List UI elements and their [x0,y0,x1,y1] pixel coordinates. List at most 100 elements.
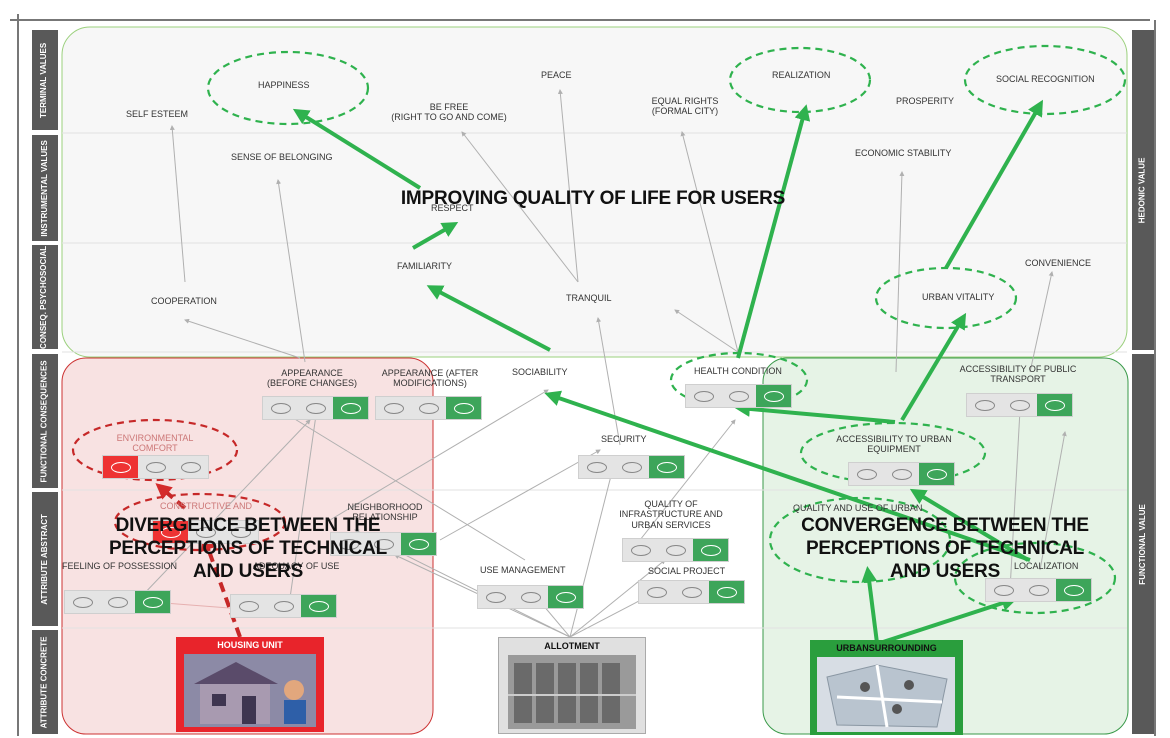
rating-dot [223,521,258,543]
rating-dot [919,463,954,485]
node-be-free: BE FREE (RIGHT TO GO AND COME) [386,102,512,123]
rating-tile [262,396,369,420]
rating-tile [152,520,259,544]
rating-tile [330,532,437,556]
node-sense-of-belonging: SENSE OF BELONGING [231,152,333,162]
rating-dot [658,539,693,561]
node-be-free-sub: (RIGHT TO GO AND COME) [391,112,507,123]
rating-dot [301,595,336,617]
sidebar-label: CONSEQ. PSYCHOSOCIAL [39,245,49,349]
headline-divergence: DIVERGENCE BETWEEN THE PERCEPTIONS OF TE… [108,515,388,583]
rating-dot [986,579,1021,601]
node-respect: RESPECT [431,203,474,213]
node-tranquil: TRANQUIL [566,293,612,303]
sidebar-label: FUNCTIONAL VALUE [1137,503,1147,585]
rating-dot [674,581,709,603]
rating-dot [649,456,684,478]
node-appearance-after-label: APPEARANCE (AFTER [381,368,479,378]
rating-dot [298,397,333,419]
rating-dot [884,463,919,485]
rating-tile [638,580,745,604]
red-arrows [155,483,242,638]
rating-tile [102,455,209,479]
base-urban-surrounding-label: URBANSURROUNDING [836,643,937,653]
node-security: SECURITY [601,434,647,444]
sidebar-label: INSTRUMENTAL VALUES [39,139,49,237]
node-health-condition: HEALTH CONDITION [694,366,782,376]
base-allotment-label: ALLOTMENT [544,641,600,651]
red-highlight-ellipses [71,418,287,552]
sidebar-functional-value: FUNCTIONAL VALUE [1132,354,1154,734]
rating-dot [446,397,481,419]
rating-dot [513,586,548,608]
rating-dot [614,456,649,478]
sidebar-hedonic-value: HEDONIC VALUE [1132,30,1154,350]
rating-dot [153,521,188,543]
node-quality-infra-label: QUALITY OF [644,499,698,509]
base-urban-surrounding: URBANSURROUNDING [810,640,963,735]
node-quality-infrastructure: QUALITY OF INFRASTRUCTURE AND URBAN SERV… [618,499,724,530]
rating-dot [138,456,173,478]
sidebar-label: TERMINAL VALUES [39,42,49,118]
node-familiarity: FAMILIARITY [397,261,453,271]
headline-improving-quality: IMPROVING QUALITY OF LIFE FOR USERS [400,188,786,209]
sidebar-terminal-values: TERMINAL VALUES [32,30,58,130]
node-accessibility-transport: ACCESSIBILITY OF PUBLIC TRANSPORT [955,364,1081,385]
node-appearance-before: APPEARANCE (BEFORE CHANGES) [262,368,362,389]
rating-tile [477,585,584,609]
rating-tile [985,578,1092,602]
node-adequacy-use: ADEQUACY OF USE [253,561,340,571]
rating-tile [375,396,482,420]
rating-dot [1021,579,1056,601]
node-appearance-after-sub: MODIFICATIONS) [393,378,467,389]
sidebar-label: ATTRIBUTE ABSTRACT [39,513,49,605]
node-localization: LOCALIZATION [1014,561,1079,571]
rating-dot [709,581,744,603]
house-illustration [184,654,316,727]
rating-tile [966,393,1073,417]
node-quality-infra-sub: INFRASTRUCTURE AND [619,509,723,520]
rating-dot [263,397,298,419]
node-sociability: SOCIABILITY [512,367,568,377]
rating-dot [401,533,436,555]
rating-dot [1037,394,1072,416]
row-dividers [62,132,1127,629]
rating-tile [64,590,171,614]
node-appearance-before-sub: (BEFORE CHANGES) [266,378,357,389]
node-environmental-comfort-sub: COMFORT [132,443,178,454]
sidebar-instrumental-values: INSTRUMENTAL VALUES [32,135,58,241]
node-social-recognition: SOCIAL RECOGNITION [996,74,1095,84]
rating-dot [333,397,368,419]
headline-convergence: CONVERGENCE BETWEEN THE PERCEPTIONS OF T… [801,515,1089,583]
node-appearance-after: APPEARANCE (AFTER MODIFICATIONS) [375,368,485,389]
node-convenience: CONVENIENCE [1025,258,1092,268]
node-environmental-comfort-label: ENVIRONMENTAL [116,433,194,443]
node-constructive: CONSTRUCTIVE AND [160,501,253,511]
hedonic-region [61,26,1128,358]
rating-dot [100,591,135,613]
sidebar-label: ATTRIBUTE CONCRETE [39,636,49,728]
rating-dot [331,533,366,555]
node-quality-use: QUALITY AND USE OF URBAN [793,503,923,513]
node-equal-rights: EQUAL RIGHTS (FORMAL CITY) [645,96,725,117]
rating-dot [231,595,266,617]
rating-tile [578,455,685,479]
rating-dot [366,533,401,555]
node-realization: REALIZATION [772,70,831,80]
node-prosperity: PROSPERITY [896,96,955,106]
node-self-esteem: SELF ESTEEM [126,109,189,119]
node-be-free-label: BE FREE [429,102,469,112]
map-illustration [817,657,955,732]
rating-dot [173,456,208,478]
rating-dot [65,591,100,613]
node-accessibility-equipment-label: ACCESSIBILITY TO URBAN [836,434,952,444]
node-equal-rights-label: EQUAL RIGHTS [651,96,719,106]
rating-tile [685,384,792,408]
sidebar-attribute-abstract: ATTRIBUTE ABSTRACT [32,492,58,626]
sidebar-psychosocial: CONSEQ. PSYCHOSOCIAL [32,245,58,349]
node-peace: PEACE [541,70,572,80]
node-environmental-comfort: ENVIRONMENTAL COMFORT [110,433,200,454]
base-allotment: ALLOTMENT [498,637,646,734]
sidebar-attribute-concrete: ATTRIBUTE CONCRETE [32,630,58,734]
rating-dot [376,397,411,419]
